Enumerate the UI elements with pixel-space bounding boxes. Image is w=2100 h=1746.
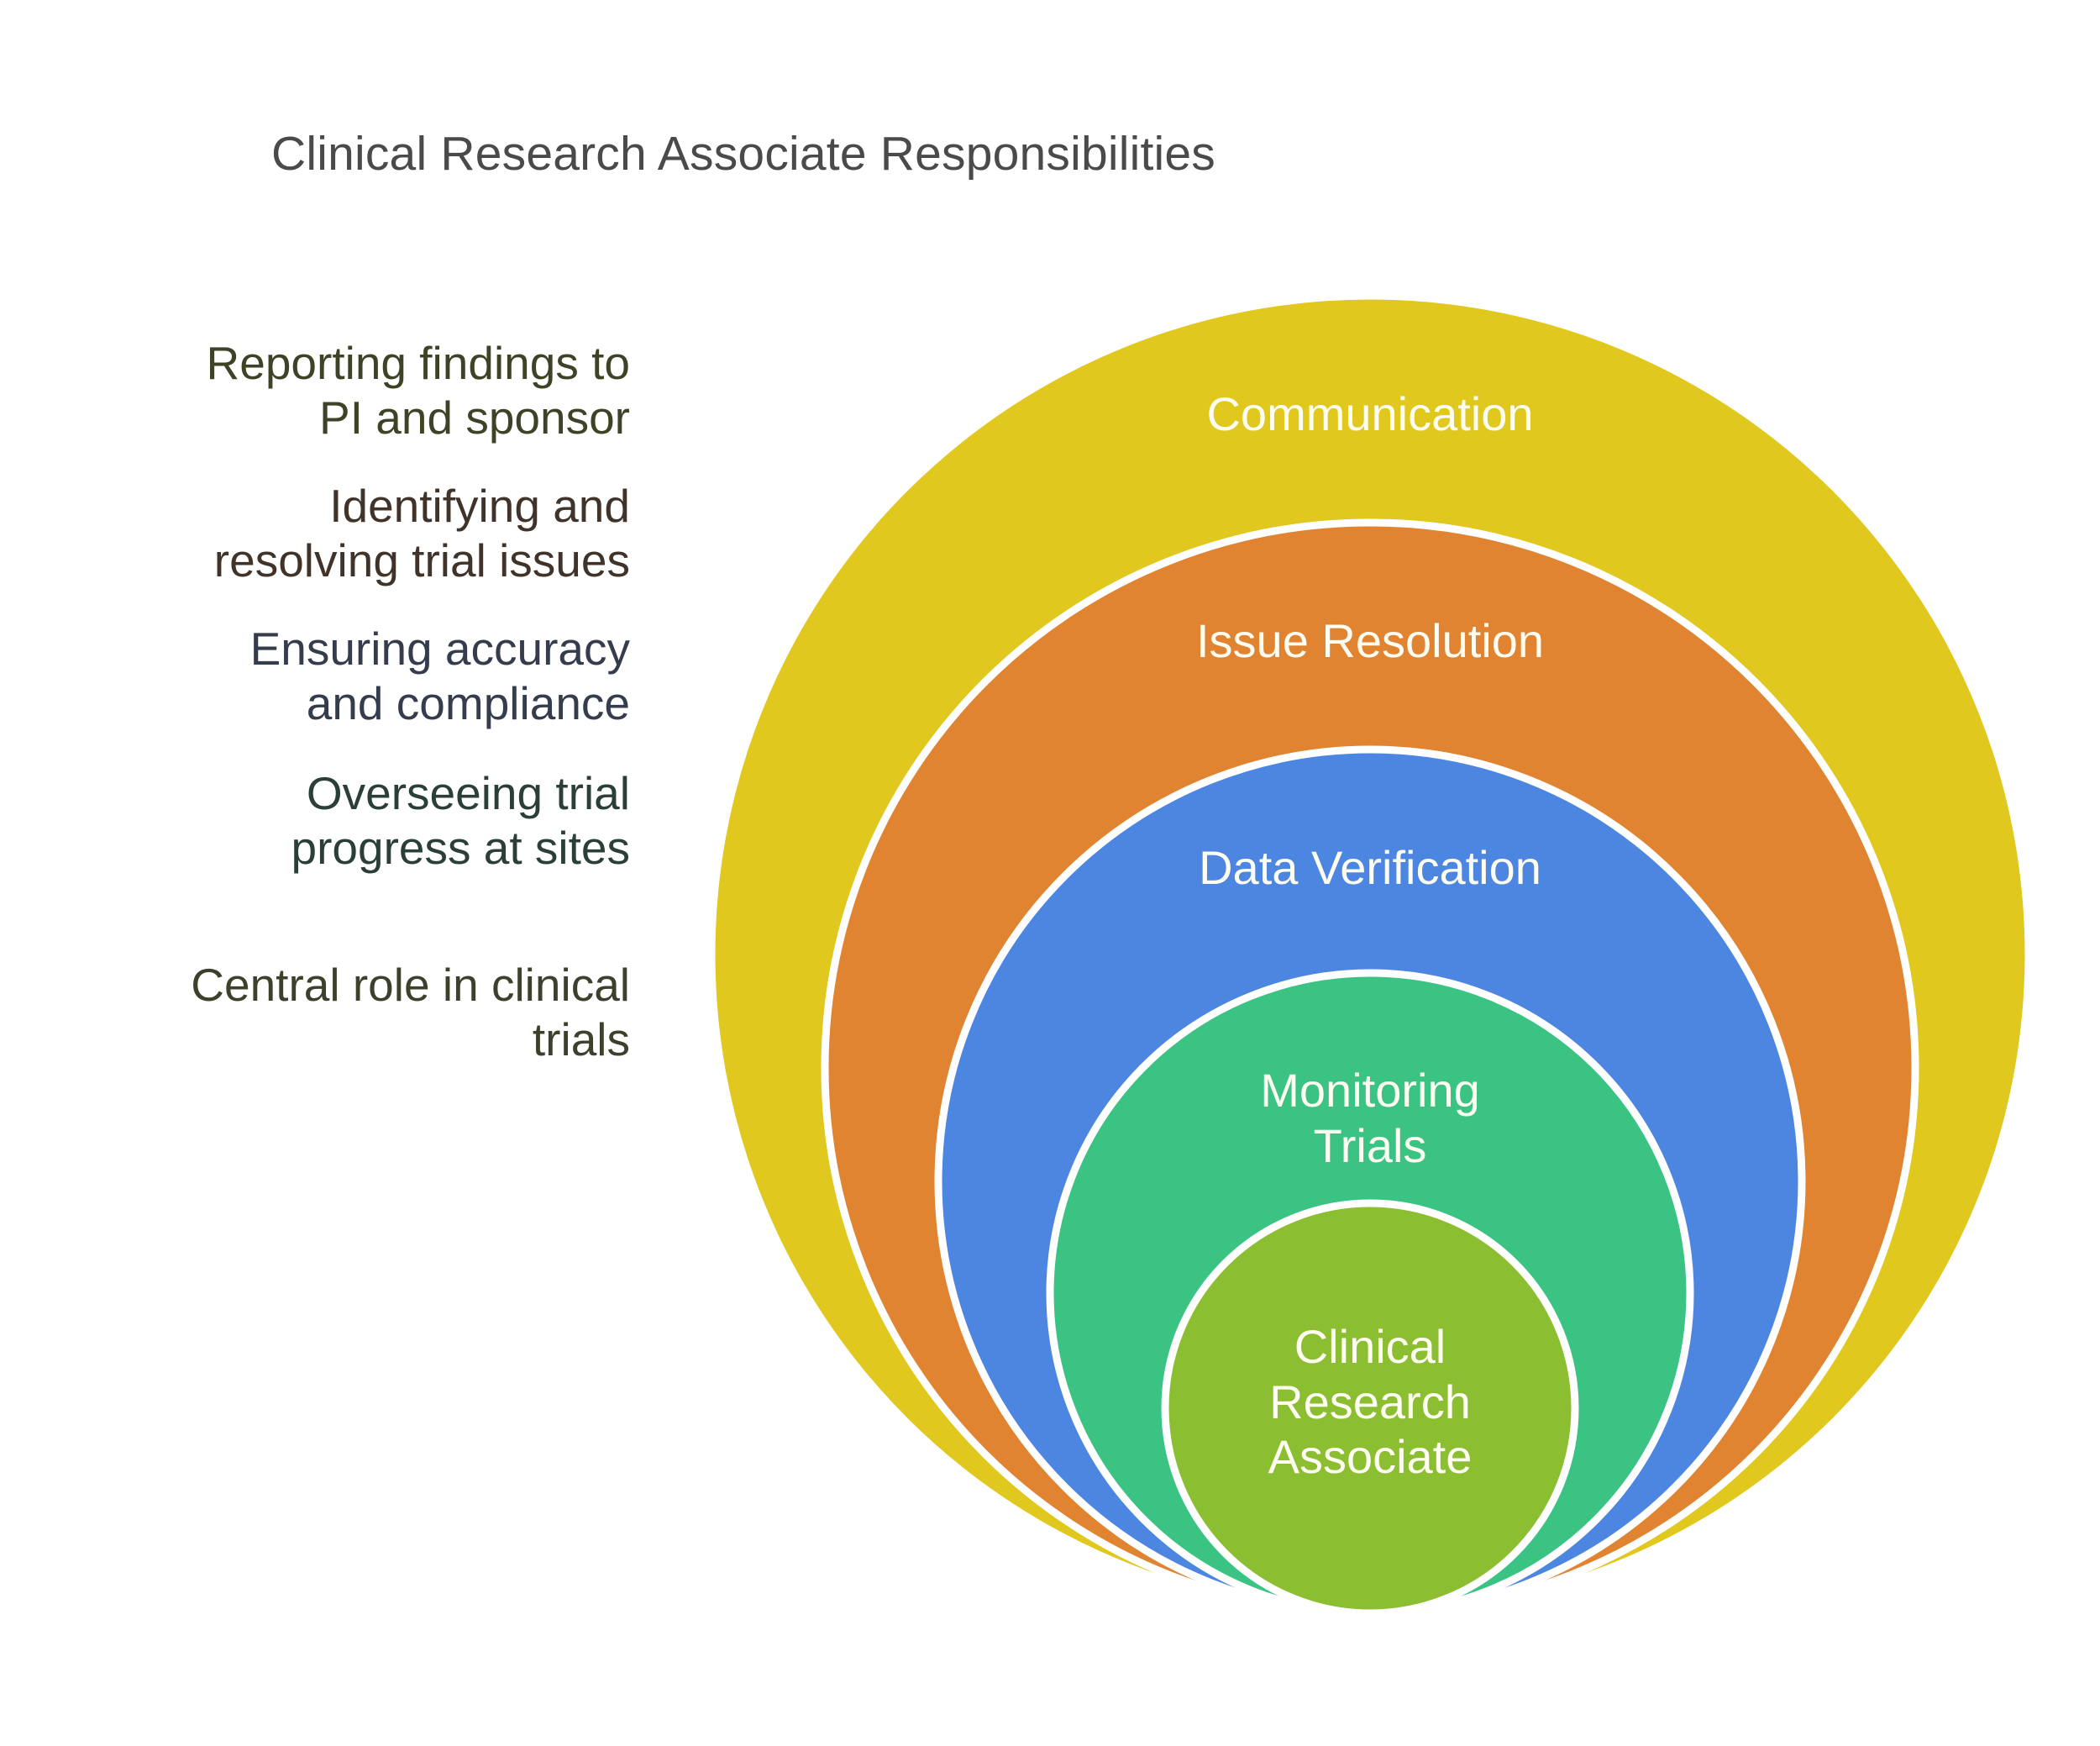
side-label-2: Ensuring accuracy and compliance [249, 623, 630, 729]
ring-label-4: Clinical Research Associate [1268, 1320, 1473, 1484]
page-title: Clinical Research Associate Responsibili… [271, 127, 1215, 181]
side-label-0: Reporting findings to PI and sponsor [206, 337, 630, 444]
side-label-3: Overseeing trial progress at sites [291, 767, 630, 874]
ring-label-0: Communication [1206, 387, 1534, 440]
side-label-1: Identifying and resolving trial issues [213, 480, 630, 586]
ring-label-1: Issue Resolution [1195, 614, 1545, 667]
ring-label-3: Monitoring Trials [1260, 1064, 1480, 1172]
ring-label-2: Data Verification [1199, 841, 1541, 894]
ring-circle-4[interactable] [1161, 1199, 1579, 1617]
side-label-4: Central role in clinical trials [191, 959, 630, 1065]
